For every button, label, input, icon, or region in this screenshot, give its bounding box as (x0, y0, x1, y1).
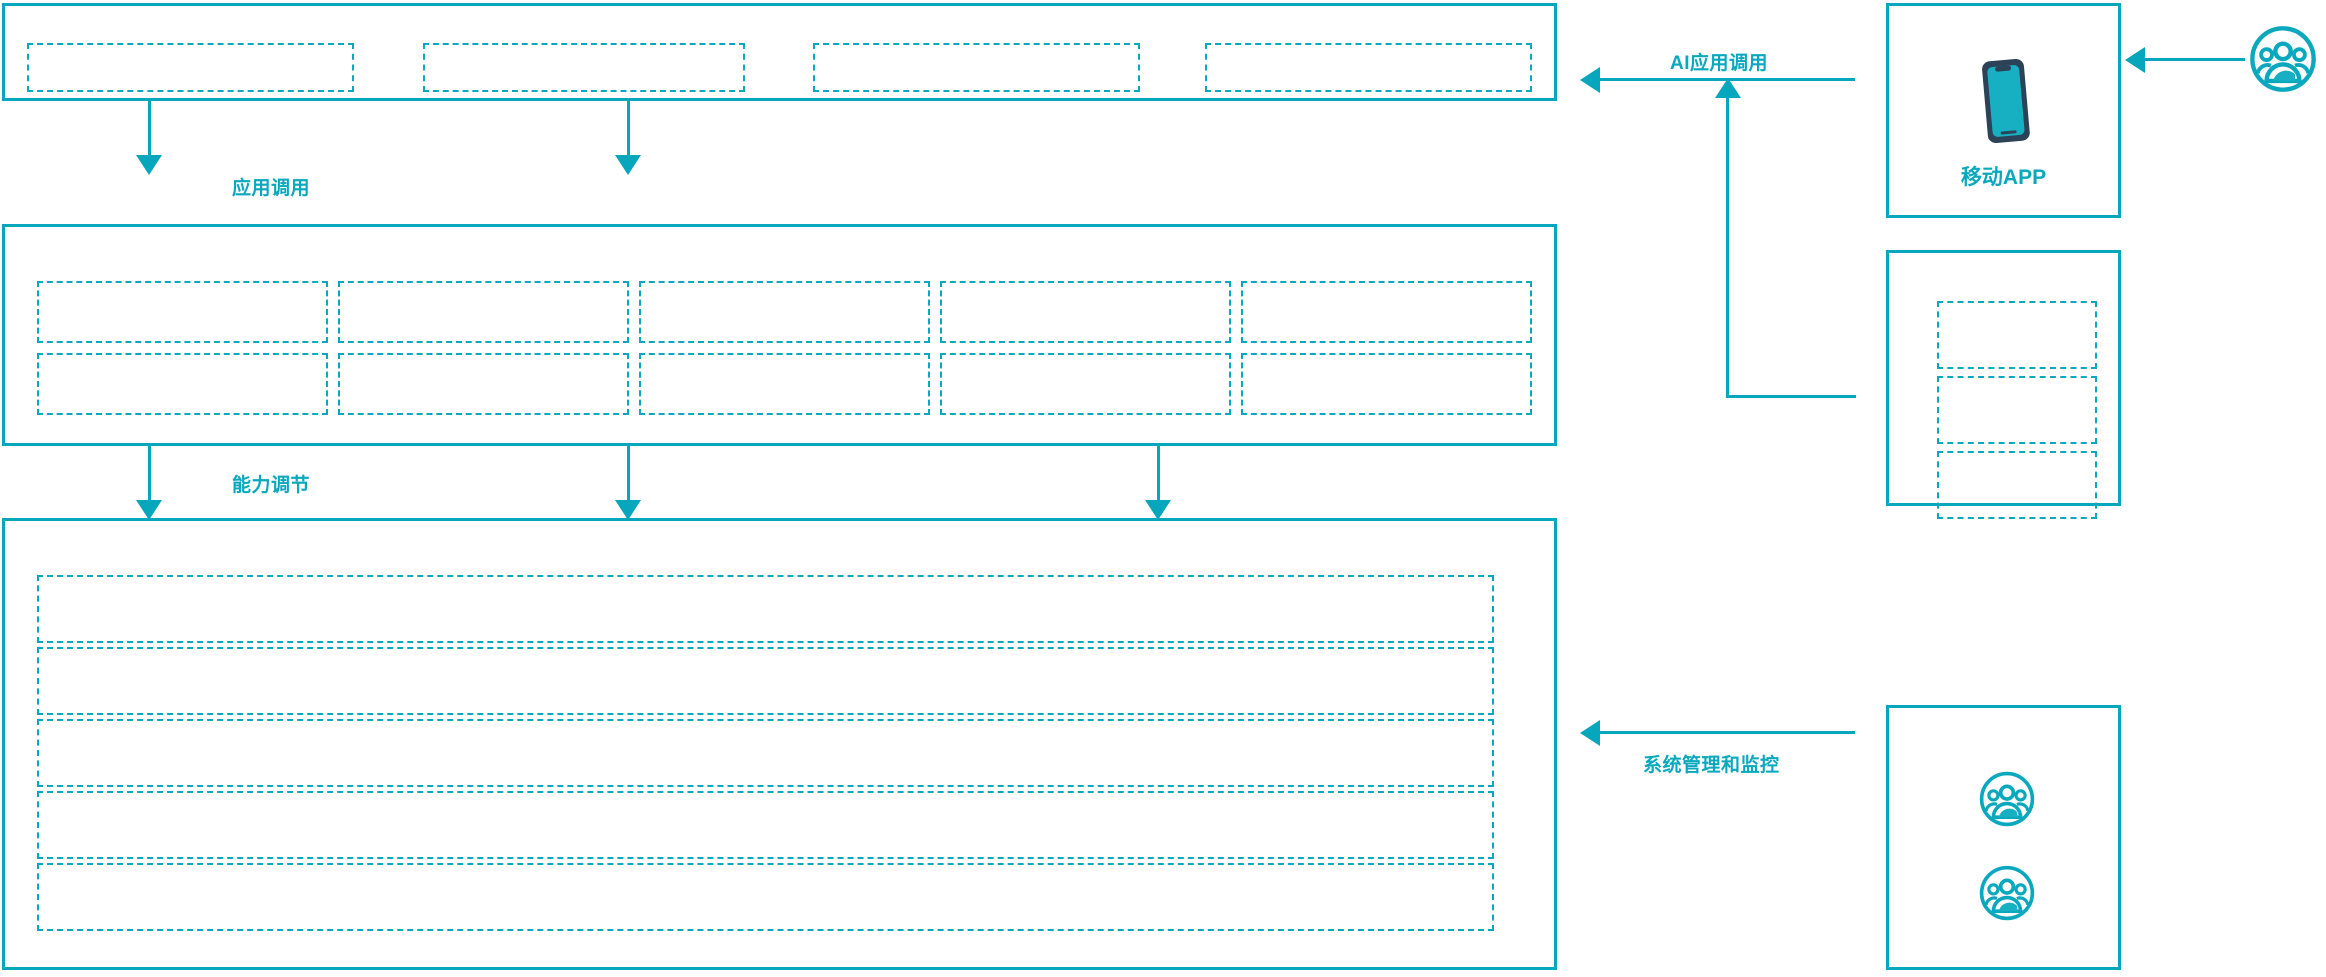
app-call-connector-right (627, 101, 630, 157)
application-slot-4[interactable] (1205, 43, 1532, 92)
system-monitor-line (1600, 731, 1855, 734)
capability-call-label: 能力调节 (232, 475, 311, 496)
smartphone-icon (1971, 52, 2041, 152)
system-monitor-label: 系统管理和监控 (1643, 755, 1780, 776)
capability-layer-panel (2, 224, 1557, 446)
capability-call-arrowhead-2 (615, 500, 641, 520)
application-slot-2[interactable] (423, 43, 745, 92)
capability-call-connector-3 (1157, 446, 1160, 502)
capability-slot-1-1[interactable] (37, 281, 328, 343)
platform-slot-3[interactable] (37, 719, 1494, 787)
service-stack-connector-vertical (1726, 98, 1729, 398)
operations-node (1886, 705, 2121, 970)
ai-app-call-label: AI应用调用 (1670, 53, 1769, 74)
service-stack-connector-arrowhead (1715, 78, 1741, 98)
application-layer-panel (2, 3, 1557, 101)
application-slot-1[interactable] (27, 43, 354, 92)
mobile-app-node[interactable]: 移动APP (1886, 3, 2121, 218)
capability-slot-2-5[interactable] (1241, 353, 1532, 415)
platform-layer-panel (2, 518, 1557, 970)
app-call-label: 应用调用 (232, 178, 311, 199)
system-monitor-arrowhead (1580, 720, 1600, 746)
external-user-arrowhead (2125, 47, 2145, 73)
capability-call-connector-1 (148, 446, 151, 502)
capability-call-arrowhead-3 (1145, 500, 1171, 520)
capability-call-arrowhead-1 (136, 500, 162, 520)
capability-slot-1-4[interactable] (940, 281, 1231, 343)
platform-slot-5[interactable] (37, 863, 1494, 931)
service-stack-slot-3[interactable] (1937, 451, 2097, 519)
ai-app-call-arrowhead (1580, 67, 1600, 93)
application-slot-3[interactable] (813, 43, 1140, 92)
mobile-app-label: 移动APP (1960, 166, 2047, 189)
capability-slot-2-1[interactable] (37, 353, 328, 415)
capability-slot-1-3[interactable] (639, 281, 930, 343)
capability-slot-2-3[interactable] (639, 353, 930, 415)
external-user-node[interactable] (2248, 24, 2318, 94)
app-call-arrowhead-left (136, 155, 162, 175)
capability-slot-1-2[interactable] (338, 281, 629, 343)
external-user-line (2145, 58, 2245, 61)
capability-slot-1-5[interactable] (1241, 281, 1532, 343)
app-call-connector-left (148, 101, 151, 157)
user-group-icon (1978, 770, 2036, 828)
capability-slot-2-4[interactable] (940, 353, 1231, 415)
service-stack-slot-2[interactable] (1937, 376, 2097, 444)
service-stack-connector-horizontal (1726, 395, 1856, 398)
capability-slot-2-2[interactable] (338, 353, 629, 415)
platform-slot-4[interactable] (37, 791, 1494, 859)
user-group-icon (2250, 26, 2316, 92)
user-group-icon (1978, 864, 2036, 922)
platform-slot-1[interactable] (37, 575, 1494, 643)
platform-slot-2[interactable] (37, 647, 1494, 715)
service-stack-node (1886, 250, 2121, 519)
service-stack-slot-1[interactable] (1937, 301, 2097, 369)
app-call-arrowhead-right (615, 155, 641, 175)
capability-call-connector-2 (627, 446, 630, 502)
